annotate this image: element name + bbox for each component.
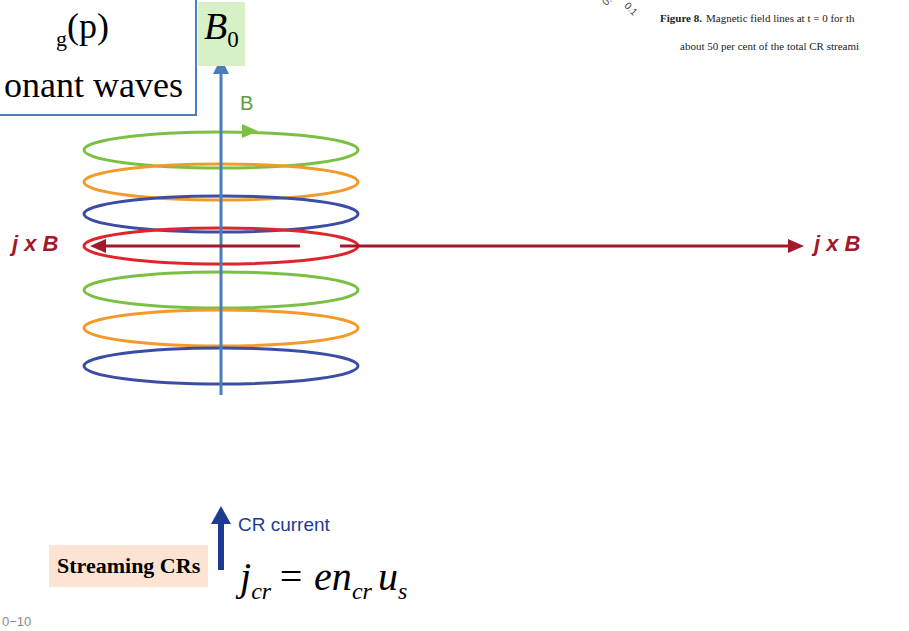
b0-arrow: [220, 72, 223, 395]
paper-text: about 50 per cent of the total CR stream…: [680, 40, 859, 52]
axis-tick: 0.1: [622, 0, 640, 18]
field-label-text: B: [240, 92, 253, 114]
force-label: j x B: [814, 231, 860, 257]
force-arrowhead: [788, 239, 804, 253]
text-line: onant waves: [4, 62, 183, 108]
force-label-text: j x B: [12, 231, 58, 256]
node-text: (p): [67, 6, 109, 46]
figure-caption: Figure 8. Magnetic field lines at t = 0 f…: [660, 12, 855, 24]
axis-tick-text: 0.1: [600, 0, 618, 8]
node-text: 0: [227, 27, 239, 52]
text-line: g(p): [4, 3, 183, 62]
figure-caption-text: Magnetic field lines at t = 0 for th: [706, 12, 855, 24]
highlight-box: Streaming CRs: [49, 545, 208, 587]
equation: jcr= encrus: [240, 552, 407, 616]
slide-number-text: 0−10: [2, 614, 31, 629]
definition-box: g(p)onant waves: [0, 0, 197, 116]
current-arrow: [218, 522, 224, 570]
equation-text: = en: [277, 554, 352, 599]
field-label-box: B0: [198, 2, 245, 66]
slide-number: 0−10: [2, 614, 31, 629]
force-arrow: [104, 245, 300, 248]
text-line: Streaming CRs: [57, 551, 200, 581]
axis-tick: 0.1: [600, 0, 618, 8]
force-arrowhead: [90, 239, 106, 253]
force-label-text: j x B: [814, 231, 860, 256]
force-label: j x B: [12, 231, 58, 257]
node-text: g: [56, 26, 67, 51]
text-line: B0: [204, 2, 239, 64]
equation-text: cr: [251, 578, 271, 604]
current-label: CR current: [238, 514, 330, 536]
node-text: Streaming CRs: [57, 553, 200, 578]
axis-tick-text: 0.1: [622, 0, 640, 18]
paper-text-text: about 50 per cent of the total CR stream…: [680, 40, 859, 52]
node-text: onant waves: [4, 65, 183, 105]
equation-text: u: [378, 554, 398, 599]
equation-text: s: [398, 578, 407, 604]
field-label: B: [240, 92, 253, 115]
force-arrow: [340, 245, 790, 248]
equation-text: j: [240, 554, 251, 599]
node-text: B: [204, 5, 227, 47]
current-arrowhead: [211, 506, 231, 524]
field-direction: [242, 124, 258, 138]
current-label-text: CR current: [238, 514, 330, 535]
equation-text: cr: [352, 578, 372, 604]
figure-caption-text: Figure 8.: [660, 12, 702, 24]
